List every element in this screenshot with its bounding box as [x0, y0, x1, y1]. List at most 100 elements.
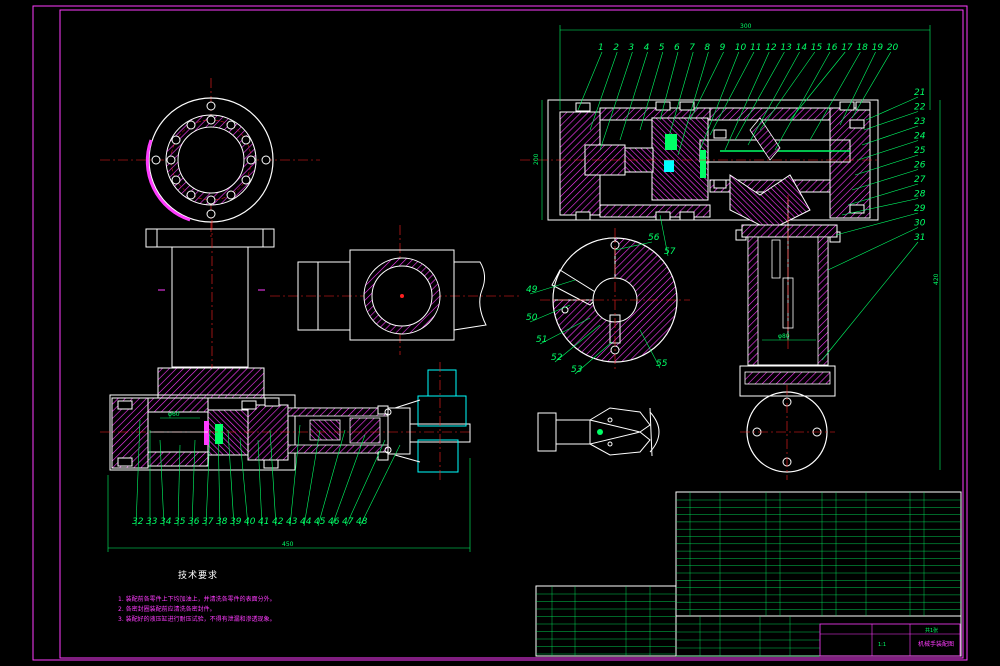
leader-line [317, 429, 346, 527]
wrist-section [520, 99, 880, 243]
leader-line [709, 51, 755, 136]
part-number-label: 28 [914, 190, 926, 200]
tech-requirement-line: 3. 装配好的液压缸进行耐压试验，不得有泄漏和渗透现象。 [118, 616, 276, 623]
part-number-label: 2 [613, 43, 619, 53]
outer-frame [32, 5, 968, 661]
leader-line [529, 279, 576, 295]
part-number-label: 16 [826, 43, 838, 53]
part-number-label: 50 [526, 313, 538, 323]
gripper-jaw-view [537, 407, 660, 457]
leader-line [577, 51, 603, 111]
leader-line [809, 51, 861, 141]
drawing-scale: 1:1 [878, 642, 886, 648]
part-number-label: 44 [300, 517, 312, 527]
part-number-label: 20 [887, 43, 899, 53]
leader-line [827, 227, 919, 271]
leader-line [239, 437, 249, 527]
leader-line [554, 324, 601, 363]
leader-line [639, 329, 661, 369]
dim-left-height: 200 [533, 153, 540, 165]
part-number-label: 49 [526, 285, 538, 295]
leader-line [359, 444, 401, 527]
leader-line [135, 419, 141, 527]
leader-line [205, 429, 211, 527]
part-number-label: 40 [244, 517, 256, 527]
leader-line [865, 96, 919, 121]
dim-bottom-width: 450 [282, 541, 294, 548]
part-number-label: 56 [648, 233, 660, 243]
leader-line [345, 439, 386, 527]
part-number-label: 26 [914, 161, 926, 171]
part-number-label: 24 [914, 132, 926, 142]
part-number-label: 14 [796, 43, 808, 53]
leader-line [841, 198, 919, 216]
tech-requirement-line: 2. 各密封圈装配前应清洗各密封件。 [118, 606, 216, 613]
part-number-label: 32 [132, 517, 144, 527]
part-number-label: 8 [704, 43, 710, 53]
leader-line [539, 317, 591, 345]
leader-line [689, 51, 724, 121]
part-number-label: 11 [750, 43, 761, 53]
part-number-label: 23 [914, 117, 926, 127]
dim-top-width: 300 [740, 23, 752, 30]
leader-line [847, 183, 919, 206]
leader-line [257, 439, 263, 527]
leader-line [699, 51, 740, 151]
part-number-label: 7 [689, 43, 695, 53]
leader-line [191, 439, 196, 527]
drawing-title: 机械手装配图 [918, 640, 954, 648]
part-number-label: 10 [735, 43, 747, 53]
flange-top-view [100, 78, 320, 240]
leader-line [159, 439, 165, 527]
leader-line [599, 51, 633, 151]
leader-line [217, 424, 221, 527]
part-number-label: 41 [258, 517, 269, 527]
part-number-label: 37 [202, 517, 214, 527]
leader-line [851, 51, 892, 119]
part-number-label: 39 [230, 517, 242, 527]
part-number-label: 45 [314, 517, 326, 527]
part-number-label: 4 [644, 43, 650, 53]
part-number-label: 31 [914, 233, 925, 243]
part-number-label: 22 [914, 103, 926, 113]
part-number-label: 46 [328, 517, 340, 527]
leader-line [821, 241, 919, 361]
leader-line [854, 154, 919, 176]
leader-line [851, 169, 919, 191]
pillar-column [145, 220, 275, 380]
leader-line [574, 341, 613, 375]
part-number-label: 47 [342, 517, 354, 527]
leader-line [677, 51, 709, 156]
tech-requirements-title: 技术要求 [178, 571, 219, 581]
part-number-label: 12 [765, 43, 777, 53]
part-number-label: 5 [659, 43, 665, 53]
part-number-label: 48 [356, 517, 368, 527]
leader-line [614, 241, 653, 251]
leader-line [177, 444, 181, 527]
leader-line [759, 51, 816, 131]
leader-line [861, 125, 919, 146]
dimension-lines [107, 25, 941, 552]
part-number-label: 6 [674, 43, 680, 53]
leader-line [529, 304, 571, 323]
leader-line [639, 51, 664, 131]
part-number-label: 53 [571, 365, 583, 375]
part-number-label: 34 [160, 517, 172, 527]
part-number-label: 3 [628, 43, 634, 53]
inner-frame [59, 9, 964, 659]
vertical-cylinder [739, 195, 838, 480]
leader-line [839, 51, 876, 126]
part-number-label: 36 [188, 517, 200, 527]
leader-line [789, 51, 846, 121]
part-number-label: 19 [872, 43, 884, 53]
part-number-label: 13 [780, 43, 792, 53]
leader-line [724, 51, 770, 151]
dim-cyl: φ60 [168, 411, 180, 418]
part-number-label: 38 [216, 517, 228, 527]
leader-line [774, 51, 831, 151]
part-number-label: 55 [656, 359, 668, 369]
tech-requirement-line: 1. 装配前各零件上下均加油上，并清洗各零件的表面分外。 [118, 596, 276, 603]
dim-right-height: 420 [933, 273, 940, 285]
leader-line [857, 140, 919, 161]
